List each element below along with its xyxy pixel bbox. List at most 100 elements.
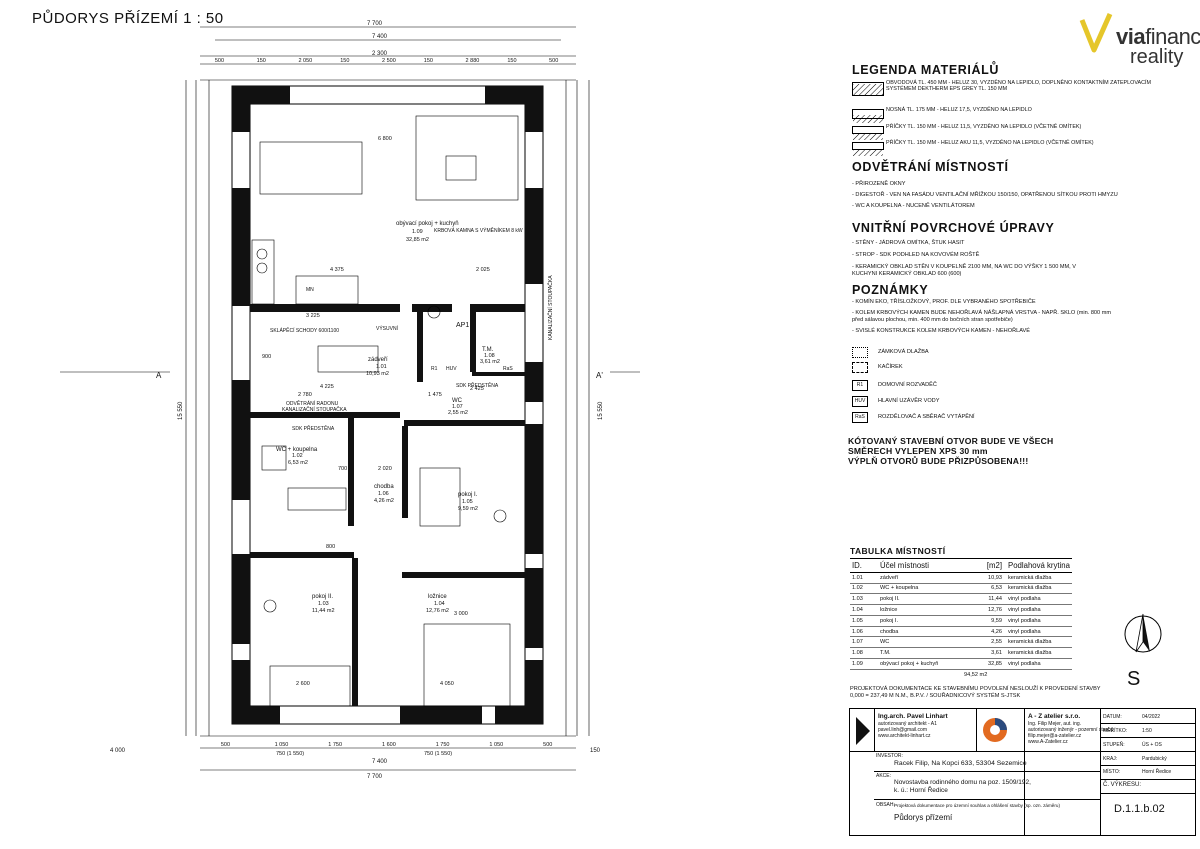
legend-item: PŘÍČKY tl. 150 mm - HELUZ 11,5, VYZDĚNO …	[852, 124, 1152, 140]
room-no: 1.01	[376, 364, 387, 370]
legend-materials-heading: LEGENDA MATERIÁLŮ	[852, 63, 999, 77]
room-area: 10,93 m2	[366, 371, 389, 377]
table-cell: WC + koupelna	[878, 583, 974, 595]
room-area: 6,53 m2	[288, 460, 308, 466]
section-mark: A'	[596, 371, 603, 380]
table-cell: 1.02	[850, 583, 878, 595]
table-cell: 32,85	[974, 658, 1006, 670]
dim-text: 1 970	[338, 552, 352, 558]
dim-text: 900	[262, 354, 271, 360]
table-cell: ložnice	[878, 604, 974, 616]
symbol-huv-icon: HUV	[852, 396, 868, 407]
logo-mark-icon	[1079, 12, 1113, 53]
table-cell: keramická dlažba	[1006, 572, 1072, 584]
logo-text: viafinance	[1116, 24, 1200, 50]
table-cell: vinyl podlaha	[1006, 593, 1072, 606]
dim-text: 150	[590, 748, 601, 754]
room-area: 4,26 m2	[374, 498, 394, 504]
surfaces-item: - KERAMICKÝ OBKLAD STĚN V KOUPELNĚ 2100 …	[852, 264, 1077, 277]
symbol-text: ZÁMKOVÁ DLAŽBA	[878, 349, 929, 355]
dim-text: 2 880	[466, 58, 480, 64]
dim-text: 150	[424, 58, 433, 64]
dim-text: 4 000	[110, 748, 126, 754]
symbol-ras-icon: RaS	[852, 412, 868, 423]
dim-text: 500	[215, 58, 224, 64]
table-cell: 1.03	[850, 593, 878, 606]
dim-text: 800	[326, 544, 335, 550]
dim-text: 7 400	[372, 34, 388, 40]
investor-value: Racek Filip, Na Kopci 633, 53304 Sezemic…	[894, 760, 1027, 767]
dim-text: 750 (1 550)	[276, 751, 304, 757]
table-cell: vinyl podlaha	[1006, 604, 1072, 616]
table-cell: 4,26	[974, 626, 1006, 638]
notes-item: - KOMÍN EKO, TŘÍSLOŽKOVÝ, prof. DLE VYBR…	[852, 299, 1036, 305]
room-no: 1.03	[318, 601, 329, 607]
symbol-r1-icon: R1	[852, 380, 868, 391]
obsah-small: Projektová dokumentace pro územní souhla…	[894, 803, 1060, 808]
dim-text: 150	[340, 58, 349, 64]
ventilation-heading: ODVĚTRÁNÍ MÍSTNOSTÍ	[852, 160, 1009, 174]
xps-line: KÓTOVANÝ STAVEBNÍ OTVOR BUDE VE VŠECH	[848, 436, 1054, 446]
table-cell: keramická dlažba	[1006, 583, 1072, 595]
section-mark: A	[156, 371, 162, 380]
dim-text: 2 600	[296, 681, 310, 687]
table-cell: pokoj I.	[878, 615, 974, 627]
dim-text: 15 550	[178, 401, 184, 420]
investor-label: INVESTOR:	[876, 753, 903, 759]
drawing-title: PŮDORYS PŘÍZEMÍ 1 : 50	[32, 10, 224, 27]
meritko-label: MĚŘÍTKO:	[1103, 728, 1128, 734]
table-cell: 1.01	[850, 572, 878, 584]
surfaces-item: - STĚNY - JÁDROVÁ OMÍTKA, ŠTUK HASIT	[852, 240, 965, 246]
table-header-cell: [m2]	[974, 559, 1006, 573]
swatch-partition	[852, 126, 884, 140]
dim-text: 2 050	[298, 58, 312, 64]
logo-sub: reality	[1130, 46, 1184, 68]
floor-plan: obývací pokoj + kuchyň 1.09 32,85 m2 KRB…	[60, 21, 640, 780]
dim-text: 700	[338, 466, 347, 472]
dim-text: 15 550	[598, 401, 604, 420]
symbol-paving-icon	[852, 347, 868, 358]
dim-text: 500	[221, 742, 230, 748]
dim-text: 3 000	[454, 611, 468, 617]
mn-label: MN	[306, 287, 314, 293]
xps-line: VÝPLŇ OTVORŮ BUDE PŘIZPŮSOBENA!!!	[848, 456, 1029, 466]
dimension-lines	[60, 26, 640, 771]
surfaces-item: - STROP - SDK PODHLED NA KOVOVÉM ROŠTĚ	[852, 252, 980, 258]
room-name: T.M.	[482, 347, 494, 353]
table-cell: chodba	[878, 626, 974, 638]
dim-text: 6 800	[378, 136, 392, 142]
legend-text: PŘÍČKY tl. 150 mm - HELUZ 11,5, VYZDĚNO …	[886, 124, 1082, 130]
obsah-value: Půdorys přízemí	[894, 813, 953, 822]
misto-value: Horní Ředice	[1142, 769, 1172, 775]
stairs-label: SKLÁPĚCÍ SCHODY 600/1100	[270, 326, 339, 334]
notes-item: - KOLEM KRBOVÝCH KAMEN BUDE NEHOŘLAVÁ NÁ…	[852, 310, 1112, 323]
table-cell: 1.05	[850, 615, 878, 627]
room-area: 3,61 m2	[480, 359, 500, 365]
dim-text: 150	[257, 58, 266, 64]
footer-note: PROJEKTOVÁ DOKUMENTACE KE STAVEBNÍMU POV…	[850, 686, 1150, 699]
sewer-label: KANALIZAČNÍ STOUPAČKA	[282, 406, 347, 413]
symbol-text: HLAVNÍ UZÁVĚR VODY	[878, 398, 940, 404]
riser-label: KANALIZAČNÍ STOUPAČKA	[547, 275, 554, 340]
akce-value: Novostavba rodinného domu na poz. 1509/1…	[894, 779, 1031, 786]
symbol-gravel-icon	[852, 362, 868, 373]
dim-text: 1 475	[428, 392, 442, 398]
meritko-value: 1:50	[1142, 728, 1152, 734]
table-cell: 1.04	[850, 604, 878, 616]
studio-line: filip.mejer@a-zatelier.cz	[1028, 733, 1082, 739]
logo-brand-a: via	[1116, 24, 1146, 49]
notes-item: - SVISLÉ KONSTRUKCE KOLEM KRBOVÝCH KAMEN…	[852, 328, 1031, 334]
dim-text: 3 225	[306, 313, 320, 319]
studio-logo-icon	[983, 718, 1007, 742]
dim-text: 1 050	[275, 742, 289, 748]
dim-text: 1 600	[382, 742, 396, 748]
ventilation-item: - DIGESTOŘ - VEN NA FASÁDU VENTILAČNÍ MŘ…	[852, 192, 1118, 198]
exterior-walls	[231, 85, 544, 725]
table-cell: T.M.	[878, 647, 974, 660]
legend-text: NOSNÁ tl. 175 mm - HELUZ 17,5, VYZDĚNO N…	[886, 107, 1032, 113]
